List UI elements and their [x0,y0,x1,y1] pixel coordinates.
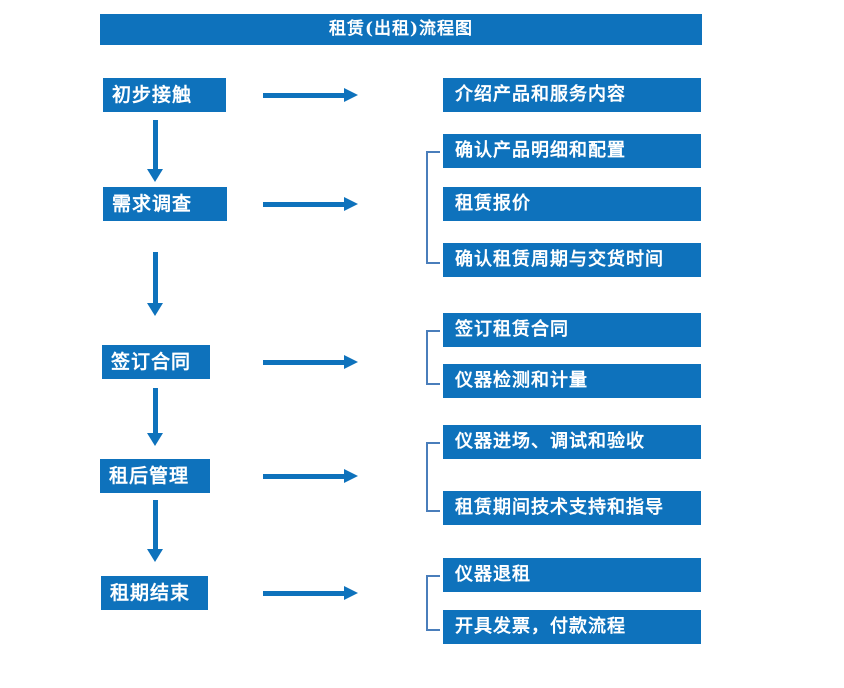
arrow-shaft [153,500,158,550]
arrow-right-icon [263,355,358,369]
step-box-2: 需求调查 [103,187,227,221]
arrow-down-icon [147,120,164,182]
step-box-4: 租后管理 [100,459,210,493]
arrow-head [344,88,358,102]
arrow-shaft [153,252,158,304]
group-bracket [426,330,440,385]
arrow-right-icon [263,586,358,600]
arrow-shaft [263,93,344,98]
arrow-right-icon [263,197,358,211]
arrow-right-icon [263,88,358,102]
arrow-shaft [153,120,158,170]
group-bracket [426,151,440,264]
step-box-1: 初步接触 [103,78,226,112]
arrow-head [147,549,163,562]
arrow-shaft [263,591,344,596]
arrow-head [344,469,358,483]
arrow-head [344,197,358,211]
arrow-down-icon [147,252,164,316]
arrow-head [344,586,358,600]
flowchart-title: 租赁(出租)流程图 [100,14,702,45]
arrow-head [147,169,163,182]
arrow-shaft [263,474,344,479]
arrow-shaft [263,202,344,207]
detail-box: 签订租赁合同 [443,313,701,347]
detail-box: 仪器进场、调试和验收 [443,425,701,459]
arrow-head [147,303,163,316]
detail-box: 租赁报价 [443,187,701,221]
detail-box: 仪器检测和计量 [443,364,701,398]
arrow-down-icon [147,388,164,446]
detail-box: 租赁期间技术支持和指导 [443,491,701,525]
group-bracket [426,442,440,512]
arrow-head [344,355,358,369]
arrow-shaft [153,388,158,434]
detail-box: 确认产品明细和配置 [443,134,701,168]
detail-box: 开具发票，付款流程 [443,610,701,644]
detail-box: 介绍产品和服务内容 [443,78,701,112]
arrow-shaft [263,360,344,365]
arrow-right-icon [263,469,358,483]
detail-box: 仪器退租 [443,558,701,592]
arrow-down-icon [147,500,164,562]
arrow-head [147,433,163,446]
step-box-3: 签订合同 [102,345,210,379]
detail-box: 确认租赁周期与交货时间 [443,243,701,277]
group-bracket [426,575,440,631]
step-box-5: 租期结束 [101,576,208,610]
